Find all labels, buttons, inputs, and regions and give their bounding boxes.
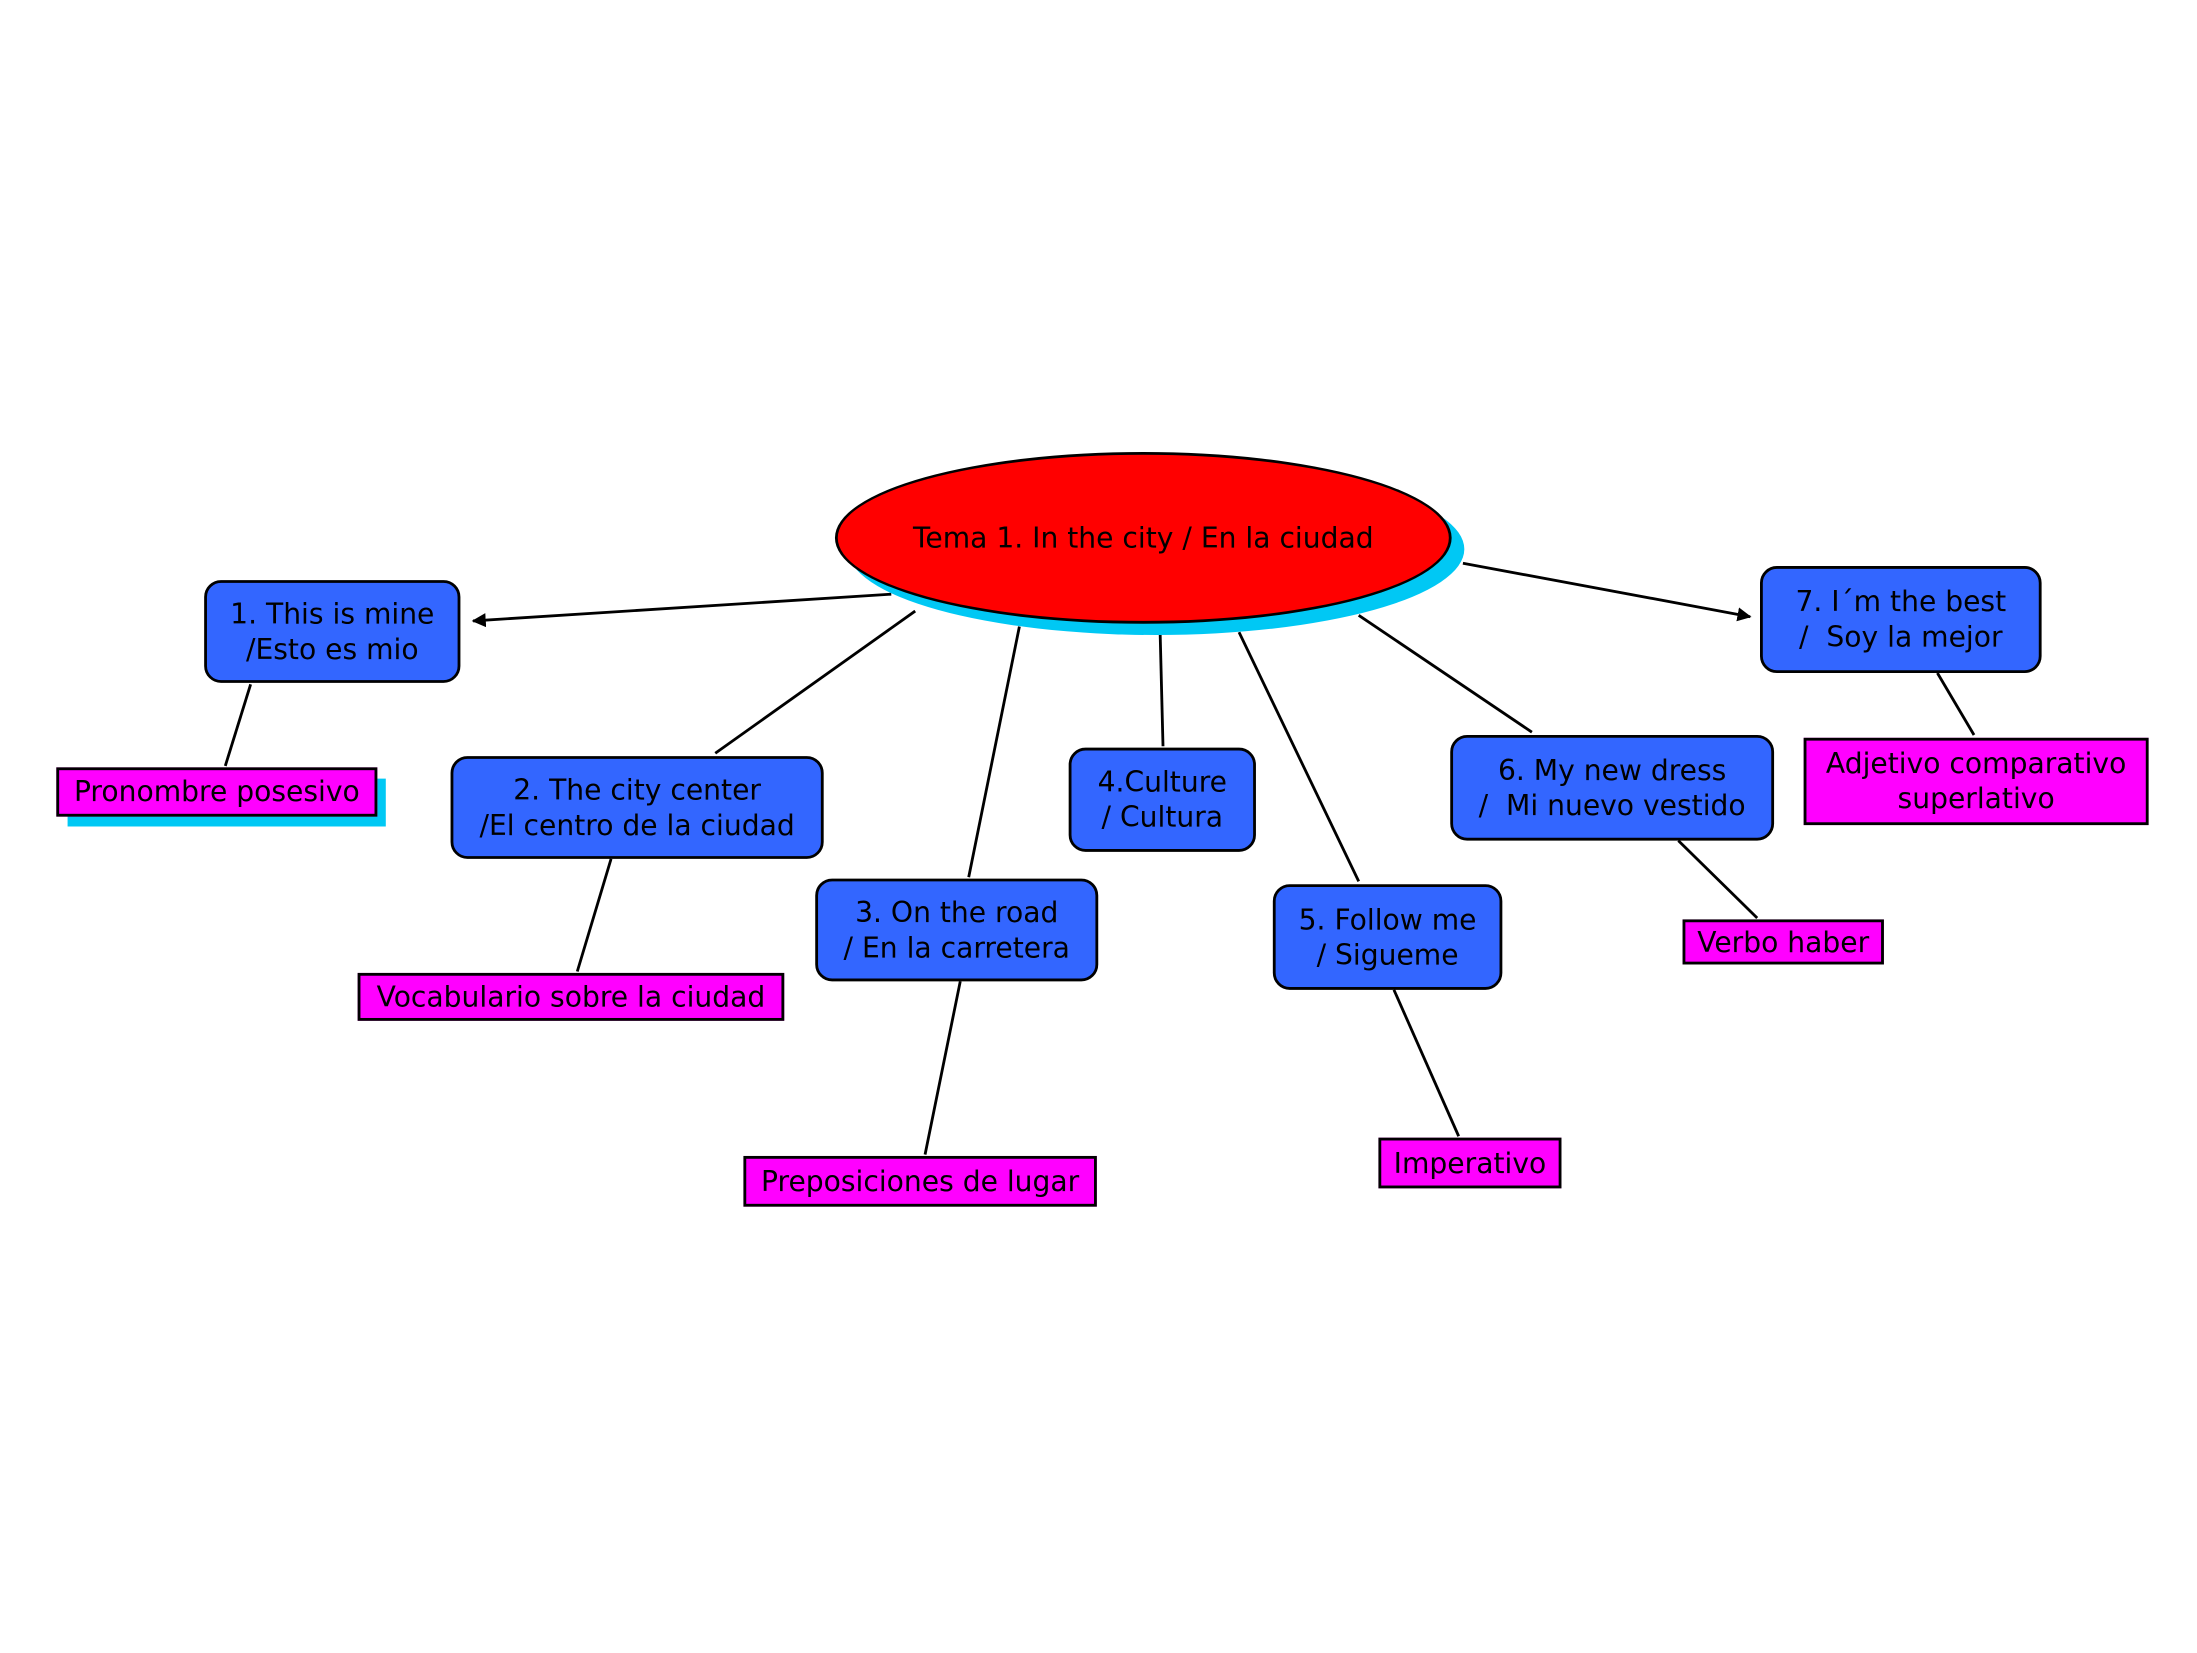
topic-1-line-1: 1. This is mine <box>230 596 435 631</box>
topic-node-4[interactable]: 4.Culture / Cultura <box>1068 747 1256 852</box>
note-1-line-1: Pronombre posesivo <box>73 774 360 809</box>
note-7-line-2: superlativo <box>1897 781 2055 816</box>
note-node-3[interactable]: Preposiciones de lugar <box>743 1155 1097 1207</box>
topic-node-1[interactable]: 1. This is mine /Esto es mio <box>204 580 461 683</box>
connector-central-topic-5 <box>1237 631 1360 883</box>
note-6-line-1: Verbo haber <box>1697 924 1870 959</box>
note-3-line-1: Preposiciones de lugar <box>761 1163 1080 1198</box>
topic-7-line-2: / Soy la mejor <box>1799 619 2003 654</box>
note-node-5[interactable]: Imperativo <box>1378 1137 1562 1189</box>
connector-central-topic-7 <box>1462 561 1752 622</box>
topic-7-line-1: 7. I´m the best <box>1795 584 2007 619</box>
note-5-line-1: Imperativo <box>1393 1145 1547 1180</box>
topic-5-line-1: 5. Follow me <box>1298 901 1477 936</box>
topic-node-7[interactable]: 7. I´m the best / Soy la mejor <box>1760 566 2042 674</box>
topic-4-line-1: 4.Culture <box>1097 764 1227 799</box>
connector-topic-3-note <box>923 981 962 1155</box>
topic-3-line-2: / En la carretera <box>843 929 1070 964</box>
connector-central-topic-1 <box>471 592 892 628</box>
connector-topic-6-note <box>1677 839 1759 920</box>
connector-topic-5-note <box>1392 989 1460 1137</box>
topic-2-line-1: 2. The city center <box>513 772 761 807</box>
topic-6-line-2: / Mi nuevo vestido <box>1478 787 1746 822</box>
topic-1-line-2: /Esto es mio <box>245 631 419 666</box>
topic-node-3[interactable]: 3. On the road / En la carretera <box>815 878 1099 982</box>
central-node[interactable]: Tema 1. In the city / En la ciudad <box>834 451 1452 624</box>
note-node-6[interactable]: Verbo haber <box>1682 919 1884 965</box>
note-node-7[interactable]: Adjetivo comparativo superlativo <box>1803 737 2149 826</box>
connector-central-topic-6 <box>1357 614 1533 734</box>
topic-4-line-2: / Cultura <box>1101 799 1224 834</box>
note-7-line-1: Adjetivo comparativo <box>1825 746 2127 781</box>
topic-5-line-2: / Sigueme <box>1316 937 1459 971</box>
connector-central-topic-3 <box>967 626 1021 878</box>
topic-node-6[interactable]: 6. My new dress / Mi nuevo vestido <box>1450 734 1775 841</box>
connector-central-topic-4 <box>1158 634 1165 747</box>
connector-topic-2-note <box>575 858 613 972</box>
note-node-2[interactable]: Vocabulario sobre la ciudad <box>357 972 785 1021</box>
topic-2-line-2: /El centro de la ciudad <box>479 807 795 842</box>
central-node-label: Tema 1. In the city / En la ciudad <box>912 520 1374 555</box>
topic-3-line-1: 3. On the road <box>855 894 1059 929</box>
note-node-1[interactable]: Pronombre posesivo <box>56 767 378 817</box>
topic-6-line-1: 6. My new dress <box>1497 752 1727 787</box>
topic-node-2[interactable]: 2. The city center /El centro de la ciud… <box>450 756 824 859</box>
note-2-line-1: Vocabulario sobre la ciudad <box>376 979 766 1014</box>
topic-node-5[interactable]: 5. Follow me / Sigueme <box>1272 884 1503 990</box>
connector-topic-7-note <box>1936 672 1976 736</box>
connector-topic-1-note <box>223 683 252 767</box>
connector-central-topic-2 <box>714 609 917 755</box>
